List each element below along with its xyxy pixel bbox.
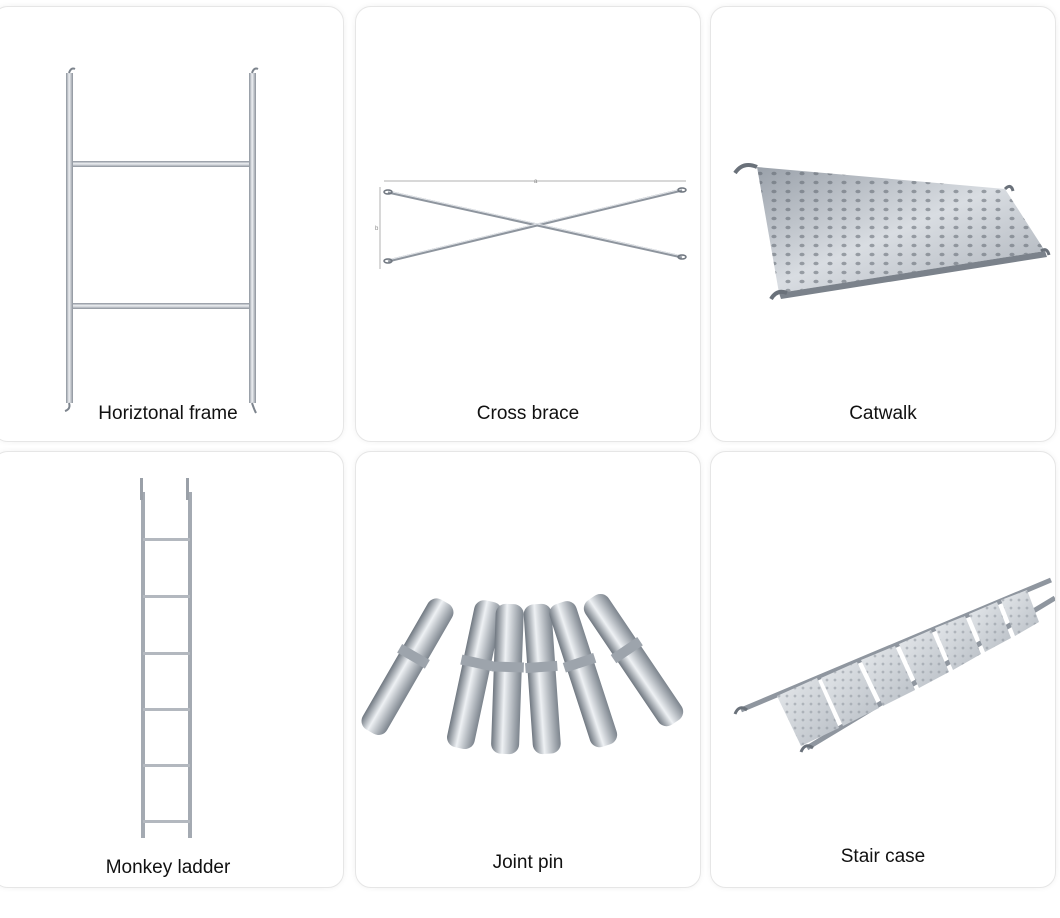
product-label: Joint pin: [492, 852, 564, 873]
product-label: Catwalk: [849, 403, 917, 424]
product-card-cross-brace[interactable]: a b Cross brace: [355, 6, 701, 442]
product-card-monkey-ladder[interactable]: Monkey ladder: [0, 451, 344, 888]
product-card-catwalk[interactable]: Catwalk: [710, 6, 1056, 442]
svg-text:b: b: [375, 226, 379, 232]
product-label: Horiztonal frame: [98, 403, 238, 424]
stair-case-icon: [733, 577, 1055, 753]
product-card-stair-case[interactable]: Stair case: [710, 451, 1056, 888]
product-label: Monkey ladder: [105, 857, 231, 878]
monkey-ladder-icon: [140, 478, 192, 838]
product-label: Stair case: [840, 846, 926, 867]
cross-brace-icon: a b: [375, 179, 687, 269]
joint-pin-icon: [361, 593, 684, 755]
product-card-horizontal-frame[interactable]: Horiztonal frame: [0, 6, 344, 442]
horizontal-frame-icon: [64, 67, 259, 414]
product-card-joint-pin[interactable]: Joint pin: [355, 451, 701, 888]
svg-text:a: a: [534, 179, 538, 185]
product-label: Cross brace: [476, 403, 580, 424]
catwalk-icon: [733, 163, 1051, 301]
